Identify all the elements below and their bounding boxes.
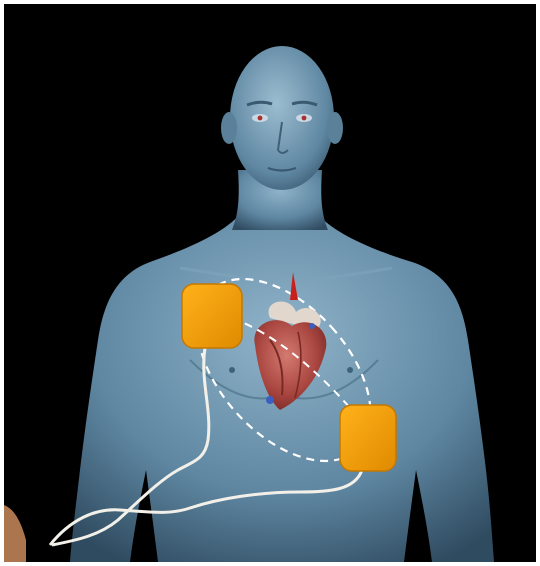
right-ear: [327, 112, 343, 144]
left-ear: [221, 112, 237, 144]
right-pupil: [302, 116, 307, 121]
upper-right-chest-electrode-pad: [182, 284, 242, 348]
vein-blue-1: [266, 396, 274, 404]
vein-blue-2: [309, 323, 315, 329]
left-nipple: [229, 367, 235, 373]
head: [230, 46, 334, 190]
lower-left-chest-electrode-pad: [340, 405, 396, 471]
left-pupil: [258, 116, 263, 121]
right-nipple: [347, 367, 353, 373]
